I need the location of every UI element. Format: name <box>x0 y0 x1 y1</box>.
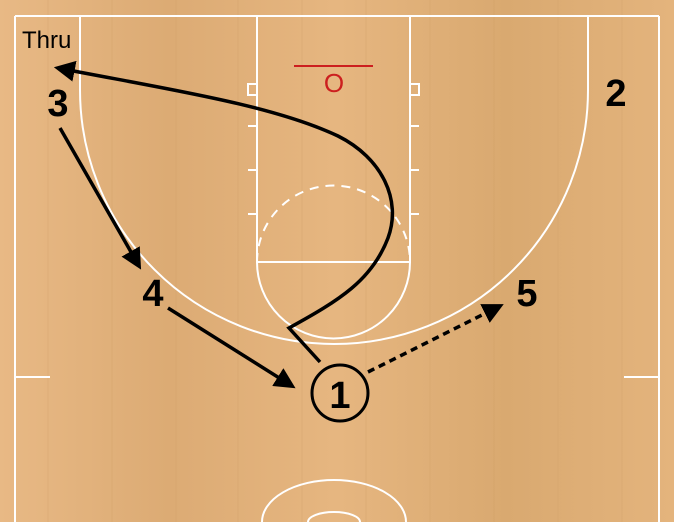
cut-path-4 <box>167 306 296 389</box>
free-throw-circle-bottom <box>256 184 411 263</box>
player-5[interactable]: 5 <box>516 273 537 315</box>
player-3[interactable]: 3 <box>47 83 68 125</box>
player-2[interactable]: 2 <box>605 73 626 115</box>
player-1-label: 1 <box>329 375 350 417</box>
center-circle-inner <box>307 511 361 522</box>
player-4[interactable]: 4 <box>142 273 163 315</box>
court-lines <box>14 15 660 522</box>
cut-path-3 <box>58 127 142 270</box>
lane-block-marks <box>247 83 420 215</box>
play-actions <box>53 60 504 389</box>
center-circle <box>261 479 407 522</box>
cut-path-1 <box>53 60 395 364</box>
ball-handler-ring <box>310 363 370 423</box>
basket-label: O <box>324 68 344 98</box>
lane <box>256 15 411 263</box>
player-1[interactable]: 1 <box>310 363 370 423</box>
free-throw-circle-top <box>256 261 411 340</box>
players: 1 2 3 4 5 <box>47 73 627 423</box>
play-title: Thru <box>22 27 71 54</box>
basket: O <box>294 65 373 98</box>
pass-1-to-5 <box>367 304 504 374</box>
three-point-arc <box>79 16 589 345</box>
